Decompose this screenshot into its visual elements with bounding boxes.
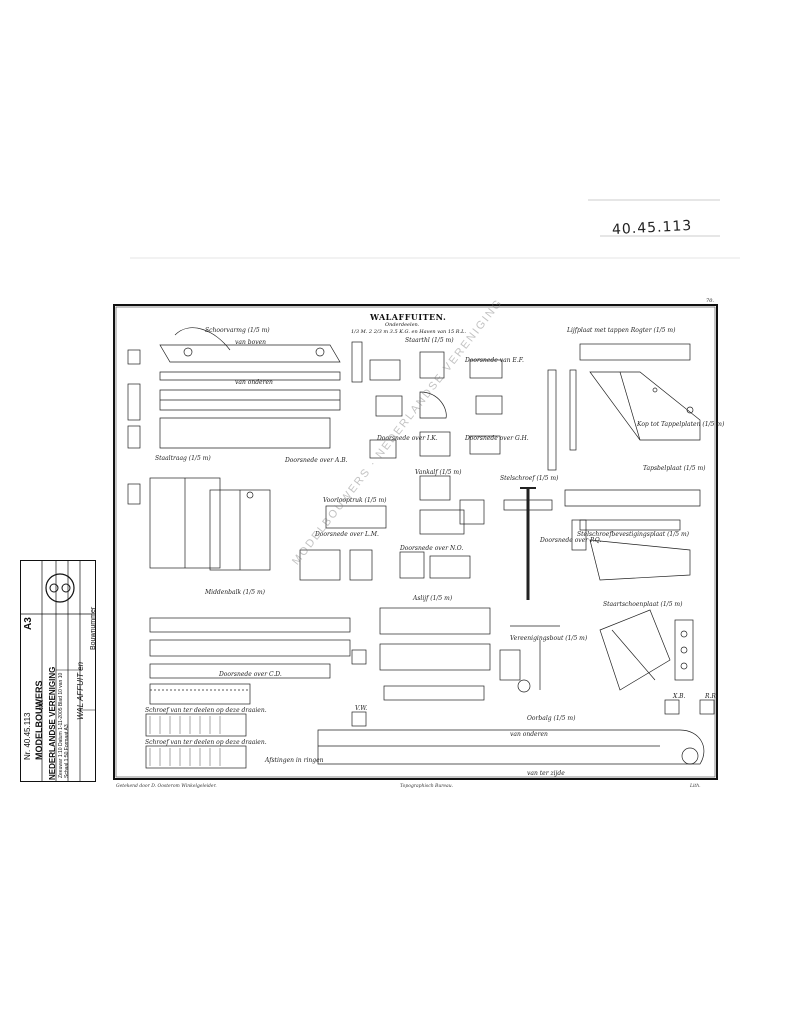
stamp-code-prefix: A3	[23, 617, 34, 630]
label-staartschoe: Staartschoenplaat (1/5 m)	[603, 601, 683, 608]
stamp-frame	[20, 560, 96, 782]
stamp-org-line-3: MODELBOUWERS	[34, 680, 44, 761]
stamp-bouwnummer: Bouwnummer	[90, 606, 97, 650]
footer-lith: Lith.	[690, 784, 701, 789]
stamp-datum-label: Datum	[58, 731, 64, 747]
label-schroef-2: Schroef van ter deelen op deze draaien.	[145, 739, 267, 746]
stamp-formaat-label: Formaat	[64, 731, 70, 751]
label-doorsnede-no: Doorsnede over N.O.	[400, 545, 464, 552]
label-doorsnede-pq: Doorsnede over P.Q.	[540, 537, 602, 544]
label-voorlooptruk: Voorlooptruk (1/5 m)	[323, 497, 387, 504]
label-middenbalk: Middenbalk (1/5 m)	[205, 589, 265, 596]
label-oorbalg: Oorbalg (1/5 m)	[527, 715, 576, 722]
drawing-parts	[127, 327, 715, 769]
stamp-nr-value: 40.45.113	[23, 712, 32, 748]
scale-note: 1/3 M. 2 2/3 m 3.5 K.G. en Haven van 15 …	[351, 329, 467, 335]
label-doorsnede-ik: Doorsnede over I.K.	[377, 435, 438, 442]
page-number: 70.	[706, 298, 714, 304]
stamp-datum-row: Zeeuwar 1:10 Datum 1-11-2005 Blad 10 van…	[58, 673, 64, 778]
label-doorsnede-cd: Doorsnede over C.D.	[219, 671, 282, 678]
stamp-schaal-row: Schaal 1:50 Formaat A3	[64, 724, 70, 778]
drawing-sheet: 70. WALAFFUITEN. Onderdeelen. 1/3 M. 2 2…	[113, 298, 724, 780]
label-vw: V.W.	[355, 705, 368, 712]
label-zijde: van ter zijde	[527, 770, 565, 777]
label-kop-lateral: Kop tot Tappelplaten (1/5 m)	[637, 421, 725, 428]
stamp-schaal-value: 1:50	[64, 751, 70, 762]
stamp-blad-label: Blad	[58, 696, 64, 707]
label-doorsnede-ab: Doorsnede over A.B.	[285, 457, 348, 464]
stamp-datum-value: 1-11-2005	[58, 707, 64, 730]
label-schroef-1: Schroef van ter deelen op deze draaien.	[145, 707, 267, 714]
title-block-stamp: Bouwnummer WAL AFFUIT en Schaal 1:50 For…	[20, 560, 97, 782]
label-boven: van boven	[235, 339, 266, 346]
sheet-subtitle: Onderdeelen.	[385, 322, 420, 328]
stamp-nr-label: Nr.	[23, 749, 32, 760]
stamp-nr-row: Nr. 40.45.113	[23, 713, 32, 760]
label-rr: R.R.	[705, 693, 718, 700]
sheet-title: WALAFFUITEN.	[370, 312, 447, 322]
label-staaltraag: Staaltraag (1/5 m)	[155, 455, 211, 462]
label-stelschroef-plaat: Stelschroefbevestigingsplaat (1/5 m)	[577, 531, 689, 538]
label-vereeniging: Vereenigingsbout (1/5 m)	[510, 635, 588, 642]
stamp-zeeaar-label: Zeeuwar	[58, 758, 64, 778]
label-vankalf: Vankalf (1/5 m)	[415, 469, 462, 476]
label-doorsnede-lm: Doorsnede over L.M.	[315, 531, 379, 538]
label-onderen-1: van onderen	[235, 379, 273, 386]
stamp-org-line-1: NEDERLANDSE VERENIGING	[48, 666, 57, 780]
stamp-blad-value: 10 van 10	[58, 672, 64, 695]
label-xb: X.B.	[673, 693, 686, 700]
label-aslijf: Aslijf (1/5 m)	[413, 595, 453, 602]
label-aftekeningen: Afstingen in ringen	[265, 757, 324, 764]
label-doorsnede-gh: Doorsnede over G.H.	[465, 435, 529, 442]
footer-bureau: Topographisch Bureau.	[400, 784, 454, 789]
label-lijfplaat: Lijfplaat met tappen Rogter (1/5 m)	[567, 327, 676, 334]
stamp-schaal-label: Schaal	[64, 762, 70, 778]
stamp-onderwerp: WAL AFFUIT en	[76, 661, 85, 720]
label-tapsbelplaat: Tapsbelplaat (1/5 m)	[643, 465, 706, 472]
label-doorsnede-ef: Doorsnede van E.F.	[465, 357, 524, 364]
label-schoorvarmg: Schoorvarmg (1/5 m)	[205, 327, 270, 334]
label-staarthl: Staarthl (1/5 m)	[405, 337, 454, 344]
footer-credit: Getekend door D. Oosterom Winkelgeleider…	[116, 784, 217, 789]
stamp-zeeaar-value: 1:10	[58, 747, 64, 758]
label-stelschroef: Stelschroef (1/5 m)	[500, 475, 559, 482]
label-onderen-2: van onderen	[510, 731, 548, 738]
stamp-formaat-value: A3	[64, 724, 70, 731]
